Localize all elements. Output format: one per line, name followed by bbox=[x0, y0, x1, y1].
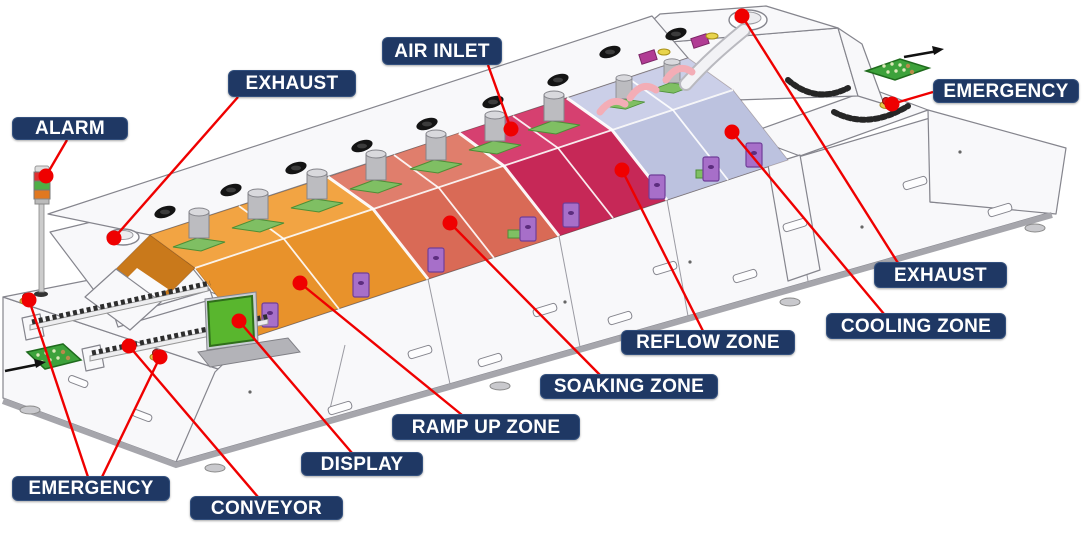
cooling-zone-ducts bbox=[596, 23, 751, 116]
callout-emergency-right: EMERGENCY bbox=[933, 79, 1079, 103]
callout-soaking-zone: SOAKING ZONE bbox=[540, 374, 718, 399]
callout-conveyor: CONVEYOR bbox=[190, 496, 343, 520]
callout-ramp-up-zone: RAMP UP ZONE bbox=[392, 414, 580, 440]
callout-display: DISPLAY bbox=[301, 452, 423, 476]
fan-unit bbox=[231, 188, 285, 233]
callout-exhaust-left: EXHAUST bbox=[228, 70, 356, 97]
callout-cooling-zone: COOLING ZONE bbox=[826, 313, 1006, 339]
right-end-face bbox=[927, 109, 1067, 215]
callout-alarm: ALARM bbox=[12, 117, 128, 140]
callout-reflow-zone: REFLOW ZONE bbox=[621, 330, 795, 355]
exit-arrow-icon bbox=[903, 46, 944, 59]
callout-label: AIR INLET bbox=[394, 40, 490, 62]
callout-label: EXHAUST bbox=[894, 264, 987, 286]
callout-label: COOLING ZONE bbox=[840, 315, 992, 337]
callout-label: CONVEYOR bbox=[210, 497, 323, 519]
tunnel-entry-slot bbox=[127, 268, 168, 299]
entry-ramp bbox=[84, 268, 162, 331]
fan-unit bbox=[290, 168, 344, 213]
callout-label: RAMP UP ZONE bbox=[411, 416, 561, 438]
fan-unit bbox=[409, 129, 463, 174]
callout-emergency-left: EMERGENCY bbox=[12, 476, 170, 501]
callout-label: EXHAUST bbox=[245, 73, 339, 94]
callout-label: EMERGENCY bbox=[943, 80, 1069, 102]
fan-unit bbox=[349, 149, 403, 194]
callout-label: DISPLAY bbox=[320, 453, 404, 475]
callout-air-inlet: AIR INLET bbox=[382, 37, 502, 65]
callout-label: ALARM bbox=[34, 118, 106, 139]
callout-label: EMERGENCY bbox=[28, 478, 154, 499]
fan-unit bbox=[527, 90, 581, 135]
callout-label: REFLOW ZONE bbox=[636, 332, 780, 353]
callout-exhaust-right: EXHAUST bbox=[874, 262, 1007, 288]
callout-label: SOAKING ZONE bbox=[553, 376, 705, 397]
